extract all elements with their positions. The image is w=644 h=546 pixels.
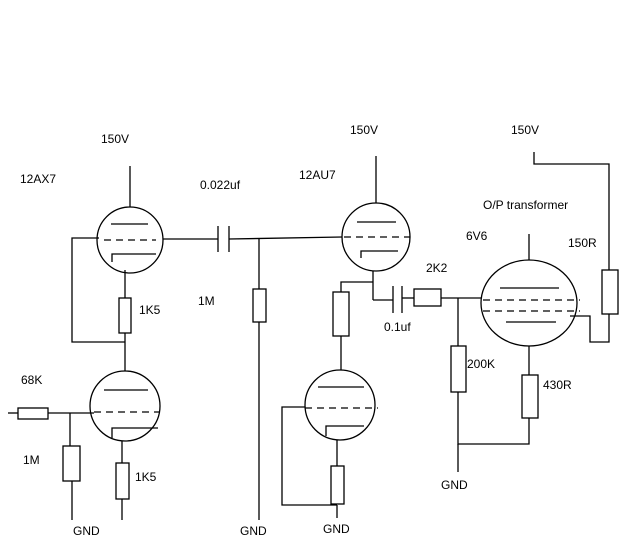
label-1m-input: 1M bbox=[23, 453, 40, 467]
resistor-1k5-lower bbox=[115, 462, 130, 500]
label-gnd-1: GND bbox=[73, 524, 100, 538]
label-150v-middle: 150V bbox=[350, 123, 378, 137]
tube-12au7-lower bbox=[304, 369, 378, 441]
label-01uf: 0.1uf bbox=[384, 320, 411, 334]
label-1k5-lower: 1K5 bbox=[135, 470, 157, 484]
resistor-plate-12au7 bbox=[332, 291, 350, 337]
resistor-2k2 bbox=[413, 288, 442, 307]
label-1k5-upper: 1K5 bbox=[139, 303, 161, 317]
label-2k2: 2K2 bbox=[426, 261, 448, 275]
tube-12au7-upper bbox=[341, 202, 411, 272]
label-150v-left: 150V bbox=[101, 132, 129, 146]
label-12ax7: 12AX7 bbox=[20, 172, 56, 186]
label-430r: 430R bbox=[543, 378, 572, 392]
wire-150v-output bbox=[533, 152, 610, 270]
capacitor-0022uf bbox=[217, 226, 230, 252]
resistor-430r bbox=[521, 374, 539, 419]
resistor-1m-input bbox=[62, 445, 81, 482]
resistor-200k bbox=[450, 345, 467, 393]
resistor-68k bbox=[17, 407, 49, 420]
label-1m-grid: 1M bbox=[198, 294, 215, 308]
resistor-1k5-upper bbox=[118, 297, 132, 334]
label-gnd-3: GND bbox=[323, 522, 350, 536]
label-6v6: 6V6 bbox=[466, 229, 488, 243]
label-gnd-2: GND bbox=[240, 524, 267, 538]
capacitor-01uf bbox=[392, 286, 403, 313]
wire-grid-loop bbox=[71, 237, 125, 343]
wire-grid-loop-lower bbox=[281, 406, 337, 506]
label-gnd-4: GND bbox=[441, 478, 468, 492]
resistor-150r bbox=[601, 269, 619, 315]
label-150v-right: 150V bbox=[511, 123, 539, 137]
label-200k: 200K bbox=[467, 357, 495, 371]
label-op-transformer: O/P transformer bbox=[483, 198, 568, 212]
resistor-cathode-12au7 bbox=[330, 465, 345, 505]
resistor-1m-grid bbox=[252, 288, 267, 323]
tube-6v6 bbox=[480, 259, 580, 347]
label-0022uf: 0.022uf bbox=[200, 178, 241, 192]
label-68k: 68K bbox=[21, 373, 42, 387]
label-12au7: 12AU7 bbox=[299, 168, 336, 182]
tube-12ax7-upper bbox=[96, 206, 164, 274]
tube-12ax7-lower bbox=[89, 370, 161, 442]
label-150r: 150R bbox=[568, 236, 597, 250]
